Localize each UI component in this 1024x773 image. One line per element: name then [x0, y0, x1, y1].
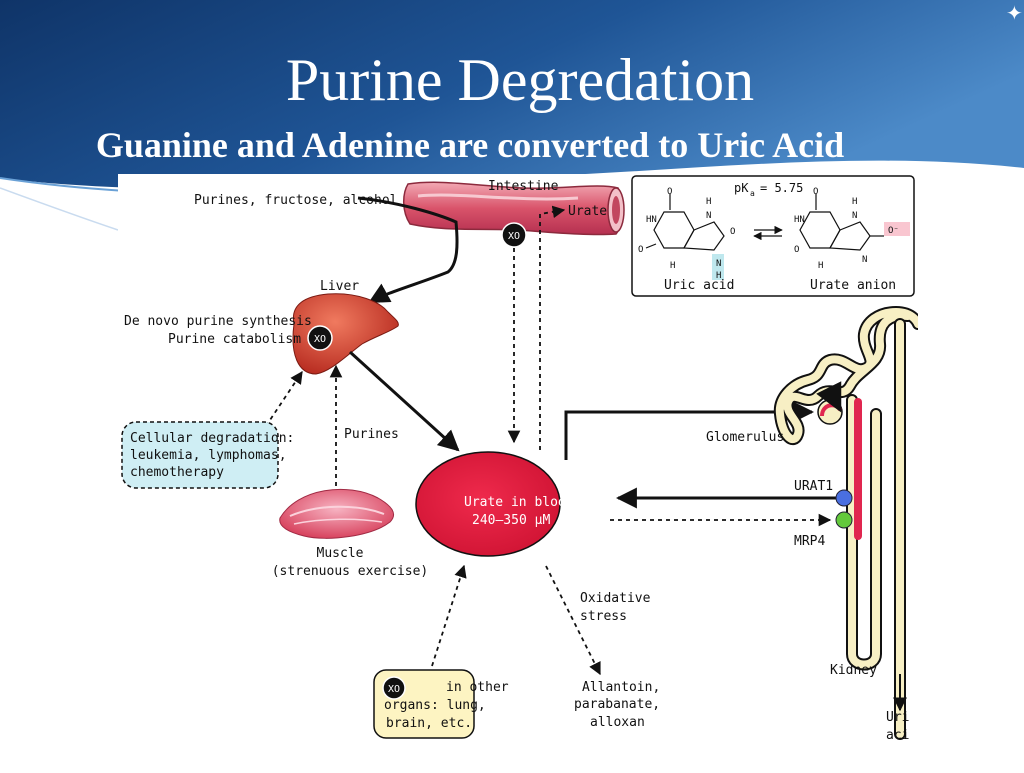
muscle: [279, 488, 394, 539]
other-organs-to-blood-arrow: [431, 564, 467, 667]
allantoin-label-2: parabanate,: [574, 697, 660, 712]
urine-label-1: Uri: [886, 710, 909, 725]
kidney-label: Kidney: [830, 663, 877, 678]
atom-hn-2: HN: [794, 215, 805, 225]
pka-subscript: a: [750, 189, 755, 198]
chemistry-inset: pK a = 5.75 O HN O H H N O N H: [631, 175, 915, 297]
cellular-label-1: Cellular degradation:: [130, 431, 294, 446]
atom-n-2: N: [716, 259, 721, 269]
atom-n-1: N: [706, 211, 711, 221]
blood-label-1: Urate in blood: [464, 495, 574, 510]
slide-title: Purine Degredation: [285, 47, 755, 113]
atom-o-3: O: [730, 227, 735, 237]
blood-to-intestine-urate-arrow: [539, 205, 566, 450]
pka-label: pK: [734, 181, 749, 195]
atom-h-5: H: [852, 197, 857, 207]
pka-value: = 5.75: [760, 181, 803, 195]
urate-anion-o-highlight: [884, 222, 910, 236]
svg-text:XO: XO: [314, 334, 326, 345]
svg-text:✦: ✦: [1006, 1, 1023, 25]
uric-acid-h-highlight: [712, 254, 724, 280]
other-organs-label-3: brain, etc.: [386, 716, 472, 731]
xo-intestine-icon: XO: [501, 222, 527, 248]
atom-hn-1: HN: [646, 215, 657, 225]
oxidative-label-1: Oxidative: [580, 591, 651, 606]
urate-intestine-label: Urate: [568, 204, 607, 219]
cellular-degradation-box: [121, 421, 279, 489]
muscle-sublabel: (strenuous exercise): [272, 564, 429, 579]
glomerulus: [816, 381, 843, 425]
liver-label: Liver: [320, 279, 359, 294]
xo-other-organs-icon: XO: [382, 676, 406, 700]
liver: [292, 293, 399, 375]
intestine-to-liver-arrow: [357, 196, 459, 304]
atom-h-2: H: [706, 197, 711, 207]
allantoin-label-1: Allantoin,: [582, 680, 660, 695]
equilibrium-arrows: [753, 225, 783, 241]
atom-o-2: O: [638, 245, 643, 255]
mrp4-label: MRP4: [794, 534, 825, 549]
urate-anion-label: Urate anion: [810, 278, 896, 293]
other-organs-label-1: in other: [446, 680, 509, 695]
atom-ominus: O⁻: [888, 226, 899, 236]
urate-anion-structure: [799, 194, 884, 251]
intestine-label: Intestine: [488, 179, 559, 194]
liver-synthesis-label: De novo purine synthesis: [124, 314, 312, 329]
atom-h-3: H: [716, 271, 721, 281]
cellular-label-2: leukemia, lymphomas,: [130, 448, 287, 463]
intestine: [403, 181, 625, 236]
atom-o-4: O: [813, 187, 818, 197]
atom-o-1: O: [667, 187, 672, 197]
liver-catabolism-label: Purine catabolism: [168, 332, 301, 347]
svg-text:XO: XO: [388, 684, 400, 695]
kidney-nephron: [773, 306, 924, 740]
diagram-panel: Intestine Purines, fructose, alcohol Ura…: [118, 174, 924, 768]
atom-h-4: H: [818, 261, 823, 271]
atom-n-3: N: [852, 211, 857, 221]
oxidative-label-2: stress: [580, 609, 627, 624]
xo-intestine-label: XO: [508, 231, 520, 242]
uric-acid-structure: [645, 194, 725, 251]
muscle-label: Muscle: [317, 546, 364, 561]
atom-n-4: N: [862, 255, 867, 265]
liver-to-blood-arrow: [348, 350, 460, 452]
atom-h-1: H: [670, 261, 675, 271]
blood-to-glomerulus-arrow: [564, 401, 815, 460]
cellular-label-3: chemotherapy: [130, 465, 224, 480]
atom-o-5: O: [794, 245, 799, 255]
intestine-input-label: Purines, fructose, alcohol: [194, 193, 398, 208]
urat1-label: URAT1: [794, 479, 833, 494]
urate-in-blood: [415, 451, 561, 557]
other-organs-label-2: organs: lung,: [384, 698, 486, 713]
xo-liver-icon: XO: [307, 325, 333, 351]
slide-subtitle: Guanine and Adenine are converted to Uri…: [95, 125, 845, 165]
urine-label-2: aci: [886, 728, 909, 743]
glomerulus-label: Glomerulus: [706, 430, 784, 445]
uric-acid-label: Uric acid: [664, 278, 734, 293]
blood-label-2: 240–350 μM: [472, 513, 550, 528]
purines-label: Purines: [344, 427, 399, 442]
urat1-transporter-icon: [835, 489, 853, 507]
mrp4-transporter-icon: [835, 511, 853, 529]
allantoin-label-3: alloxan: [590, 715, 645, 730]
purine-diagram: Intestine Purines, fructose, alcohol Ura…: [121, 175, 924, 743]
cellular-to-liver-arrow: [265, 370, 303, 427]
